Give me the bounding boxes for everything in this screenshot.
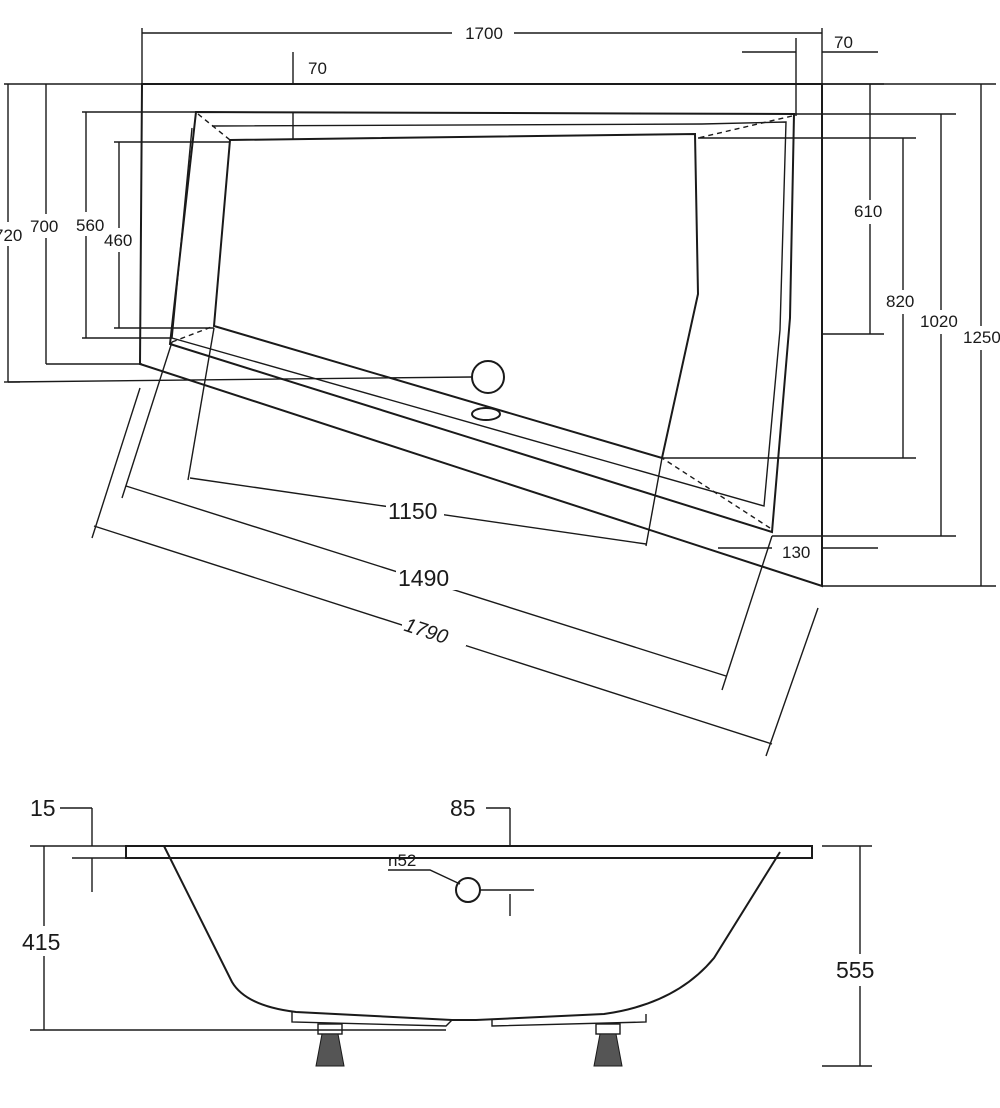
side-foot-left (315, 1023, 345, 1067)
dim-1150-label: 1150 (388, 498, 437, 524)
dim-1150-ext-right (645, 457, 663, 547)
tub-basin-outline (212, 132, 700, 460)
dim-130-label: 130 (782, 543, 810, 562)
corner-seam-bottom-right (661, 457, 771, 529)
side-base-left (291, 1012, 453, 1027)
dim-85-label: 85 (450, 795, 476, 821)
dim-700-label: 700 (30, 217, 58, 236)
drain-hole-ellipse (471, 407, 501, 421)
corner-seam-top-right (697, 115, 793, 139)
dim-15-label: 15 (30, 795, 56, 821)
side-overflow-circle (455, 877, 481, 903)
overflow-leader-line (7, 376, 473, 383)
side-view: n52 15 85 415 555 (22, 795, 886, 1067)
dim-1490-ext-right (721, 535, 773, 691)
dim-1790-ext-left (91, 387, 141, 539)
dim-1250-label: 1250 (963, 328, 1000, 347)
dim-415-label: 415 (22, 929, 60, 955)
dim-720-label: 720 (0, 226, 22, 245)
dim-70r-label: 70 (834, 33, 853, 52)
side-base-right (491, 1014, 647, 1027)
dim-1020-label: 1020 (920, 312, 958, 331)
dim-560-label: 560 (76, 216, 104, 235)
dim-610-label: 610 (854, 202, 882, 221)
n52-label: n52 (388, 851, 416, 870)
n52-leader (388, 869, 461, 885)
dim-70t-label: 70 (308, 59, 327, 78)
side-tub-body (163, 845, 781, 1021)
tub-rim-inner (168, 110, 796, 534)
dim-1790-ext-right (765, 607, 819, 757)
dim-1490-ext-left (121, 341, 173, 499)
corner-seam-top-left (197, 113, 231, 141)
dim-460-label: 460 (104, 231, 132, 250)
side-rim (125, 845, 813, 859)
side-foot-right (593, 1023, 623, 1067)
dim-1490-label: 1490 (398, 565, 449, 591)
top-view: 1700 70 70 720 700 560 460 (0, 20, 1000, 757)
dim-555-label: 555 (836, 957, 874, 983)
dim-1150-ext-left (187, 327, 215, 481)
dim-820-label: 820 (886, 292, 914, 311)
overflow-hole-circle (471, 360, 505, 394)
dim-1700-label: 1700 (465, 24, 503, 43)
